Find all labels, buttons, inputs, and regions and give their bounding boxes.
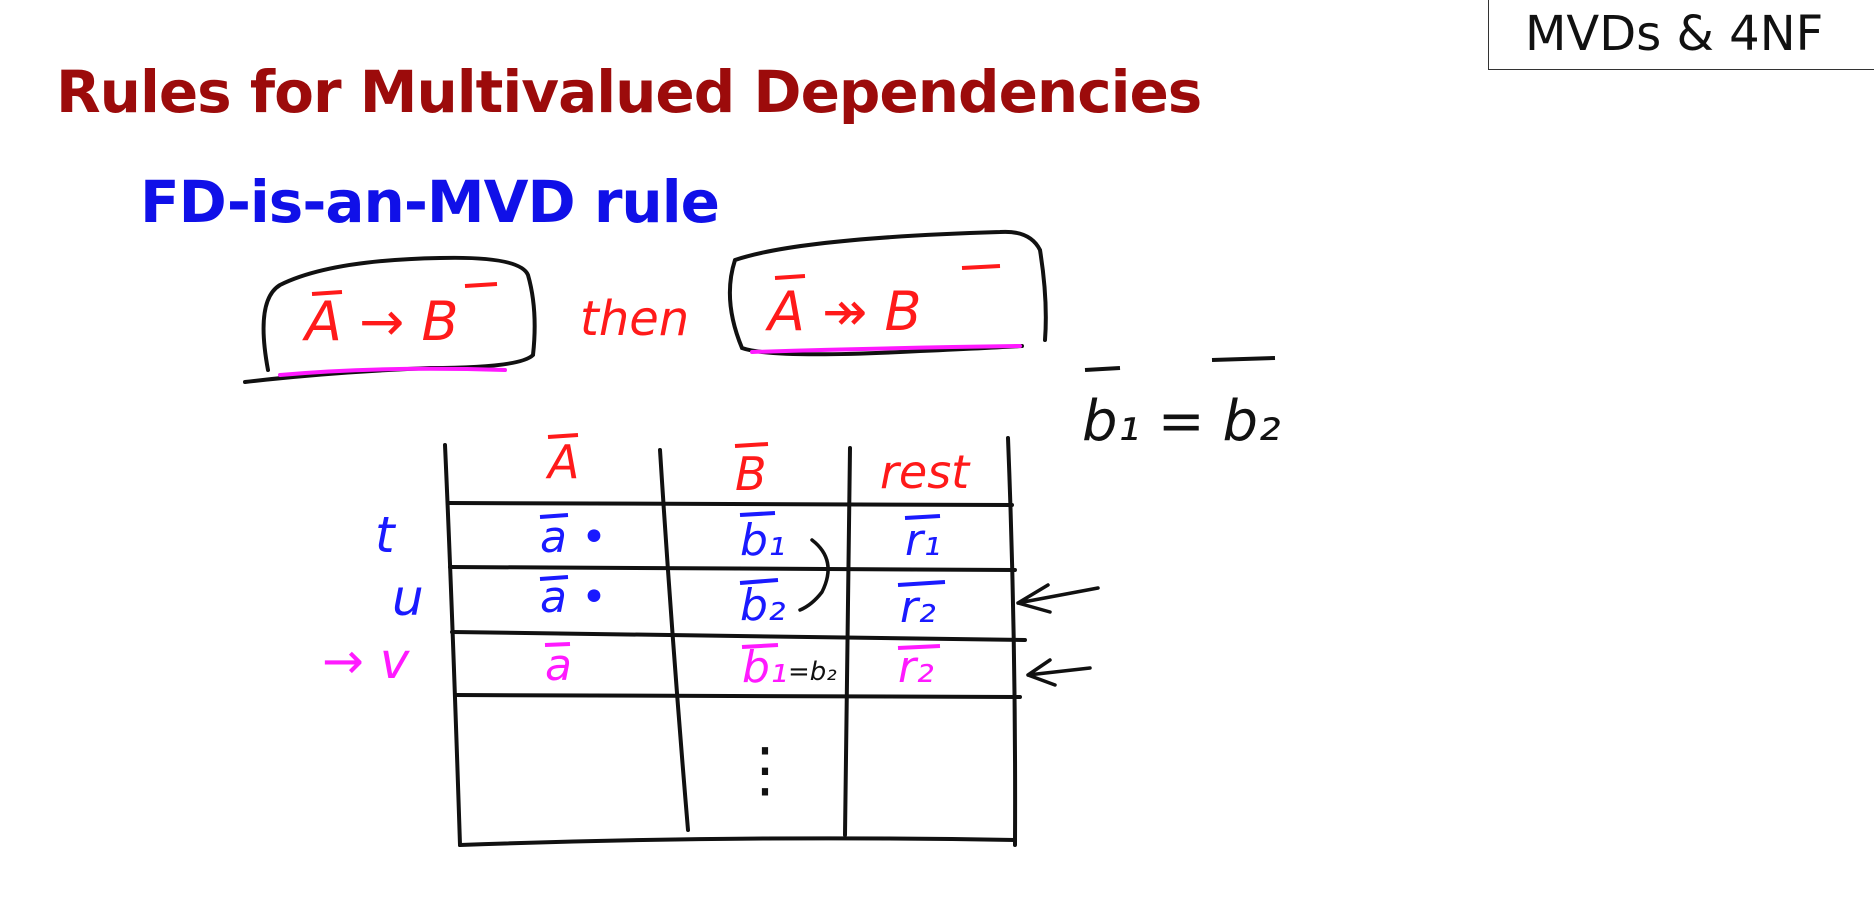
rule-lhs-underline xyxy=(278,366,507,377)
cell-r1-b: b₁ xyxy=(740,515,786,566)
row-label-u: u xyxy=(392,569,424,627)
rule-rhs-underline xyxy=(750,344,1022,354)
side-note-overbar-2 xyxy=(1211,356,1276,362)
rule-lhs-text: A → B xyxy=(302,290,459,353)
rule-lhs-overbar-b xyxy=(464,282,498,288)
cell-r1-rest: r₁ xyxy=(905,515,941,566)
table-header-a: A xyxy=(545,435,579,489)
cell-r3-a: a xyxy=(545,640,572,691)
arrow-row-u xyxy=(1016,583,1100,614)
cell-r3-b-equal-note: =b₂ xyxy=(788,657,837,687)
rule-lhs-overbar-a xyxy=(311,290,343,296)
cell-r2-b: b₂ xyxy=(740,580,786,631)
rule-rhs-overbar-a xyxy=(774,274,806,280)
cell-r2-a: a • xyxy=(540,572,607,623)
section-tag: MVDs & 4NF xyxy=(1488,0,1874,70)
cell-r3-rest: r₂ xyxy=(898,642,934,693)
arrow-row-v xyxy=(1026,658,1092,687)
side-note-overbar-1 xyxy=(1084,366,1121,372)
table-header-b: B xyxy=(735,447,767,501)
slide-subtitle: FD-is-an-MVD rule xyxy=(140,168,720,236)
slide-title: Rules for Multivalued Dependencies xyxy=(56,58,1202,126)
cell-r1-a: a • xyxy=(540,512,607,563)
side-note-text: b₁ = b₂ xyxy=(1082,389,1281,454)
row-label-v: → v xyxy=(322,632,411,690)
rule-then-text: then xyxy=(580,291,689,347)
row-label-t: t xyxy=(375,506,397,564)
cell-r2-rest: r₂ xyxy=(900,582,936,633)
table-ellipsis: ⋮ xyxy=(735,735,795,805)
b-link-bracket xyxy=(798,538,830,612)
table-header-rest: rest xyxy=(880,445,971,499)
tuple-table-grid xyxy=(443,436,1027,847)
cell-r3-b: b₁ xyxy=(742,642,788,693)
rule-rhs-overbar-b xyxy=(961,264,1001,270)
rule-rhs-text: A ↠ B xyxy=(765,280,922,343)
